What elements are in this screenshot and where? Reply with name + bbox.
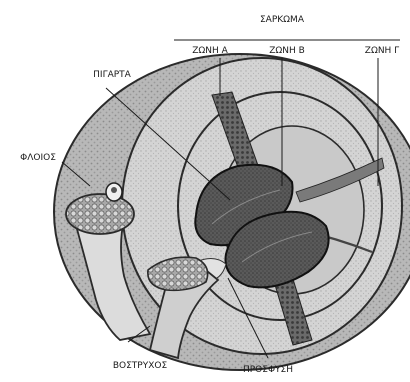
zone-b-label: ΖΩΝΗ Β xyxy=(269,46,305,56)
pit-label: ΠΙΓΑΡΤΑ xyxy=(93,70,132,80)
peel-label: ΦΛΟΙΟΣ xyxy=(20,153,56,163)
stem-label: ΒΟΣΤΡΥΧΟΣ xyxy=(113,361,168,371)
attachment-label: ΠΡΟΣΦΥΣΗ xyxy=(243,365,293,375)
zone-a-label: ΖΩΝΗ Α xyxy=(192,46,228,56)
sarcoma-title: ΣΑΡΚΩΜΑ xyxy=(260,15,305,25)
zone-c-label: ΖΩΝΗ Γ xyxy=(365,46,399,56)
